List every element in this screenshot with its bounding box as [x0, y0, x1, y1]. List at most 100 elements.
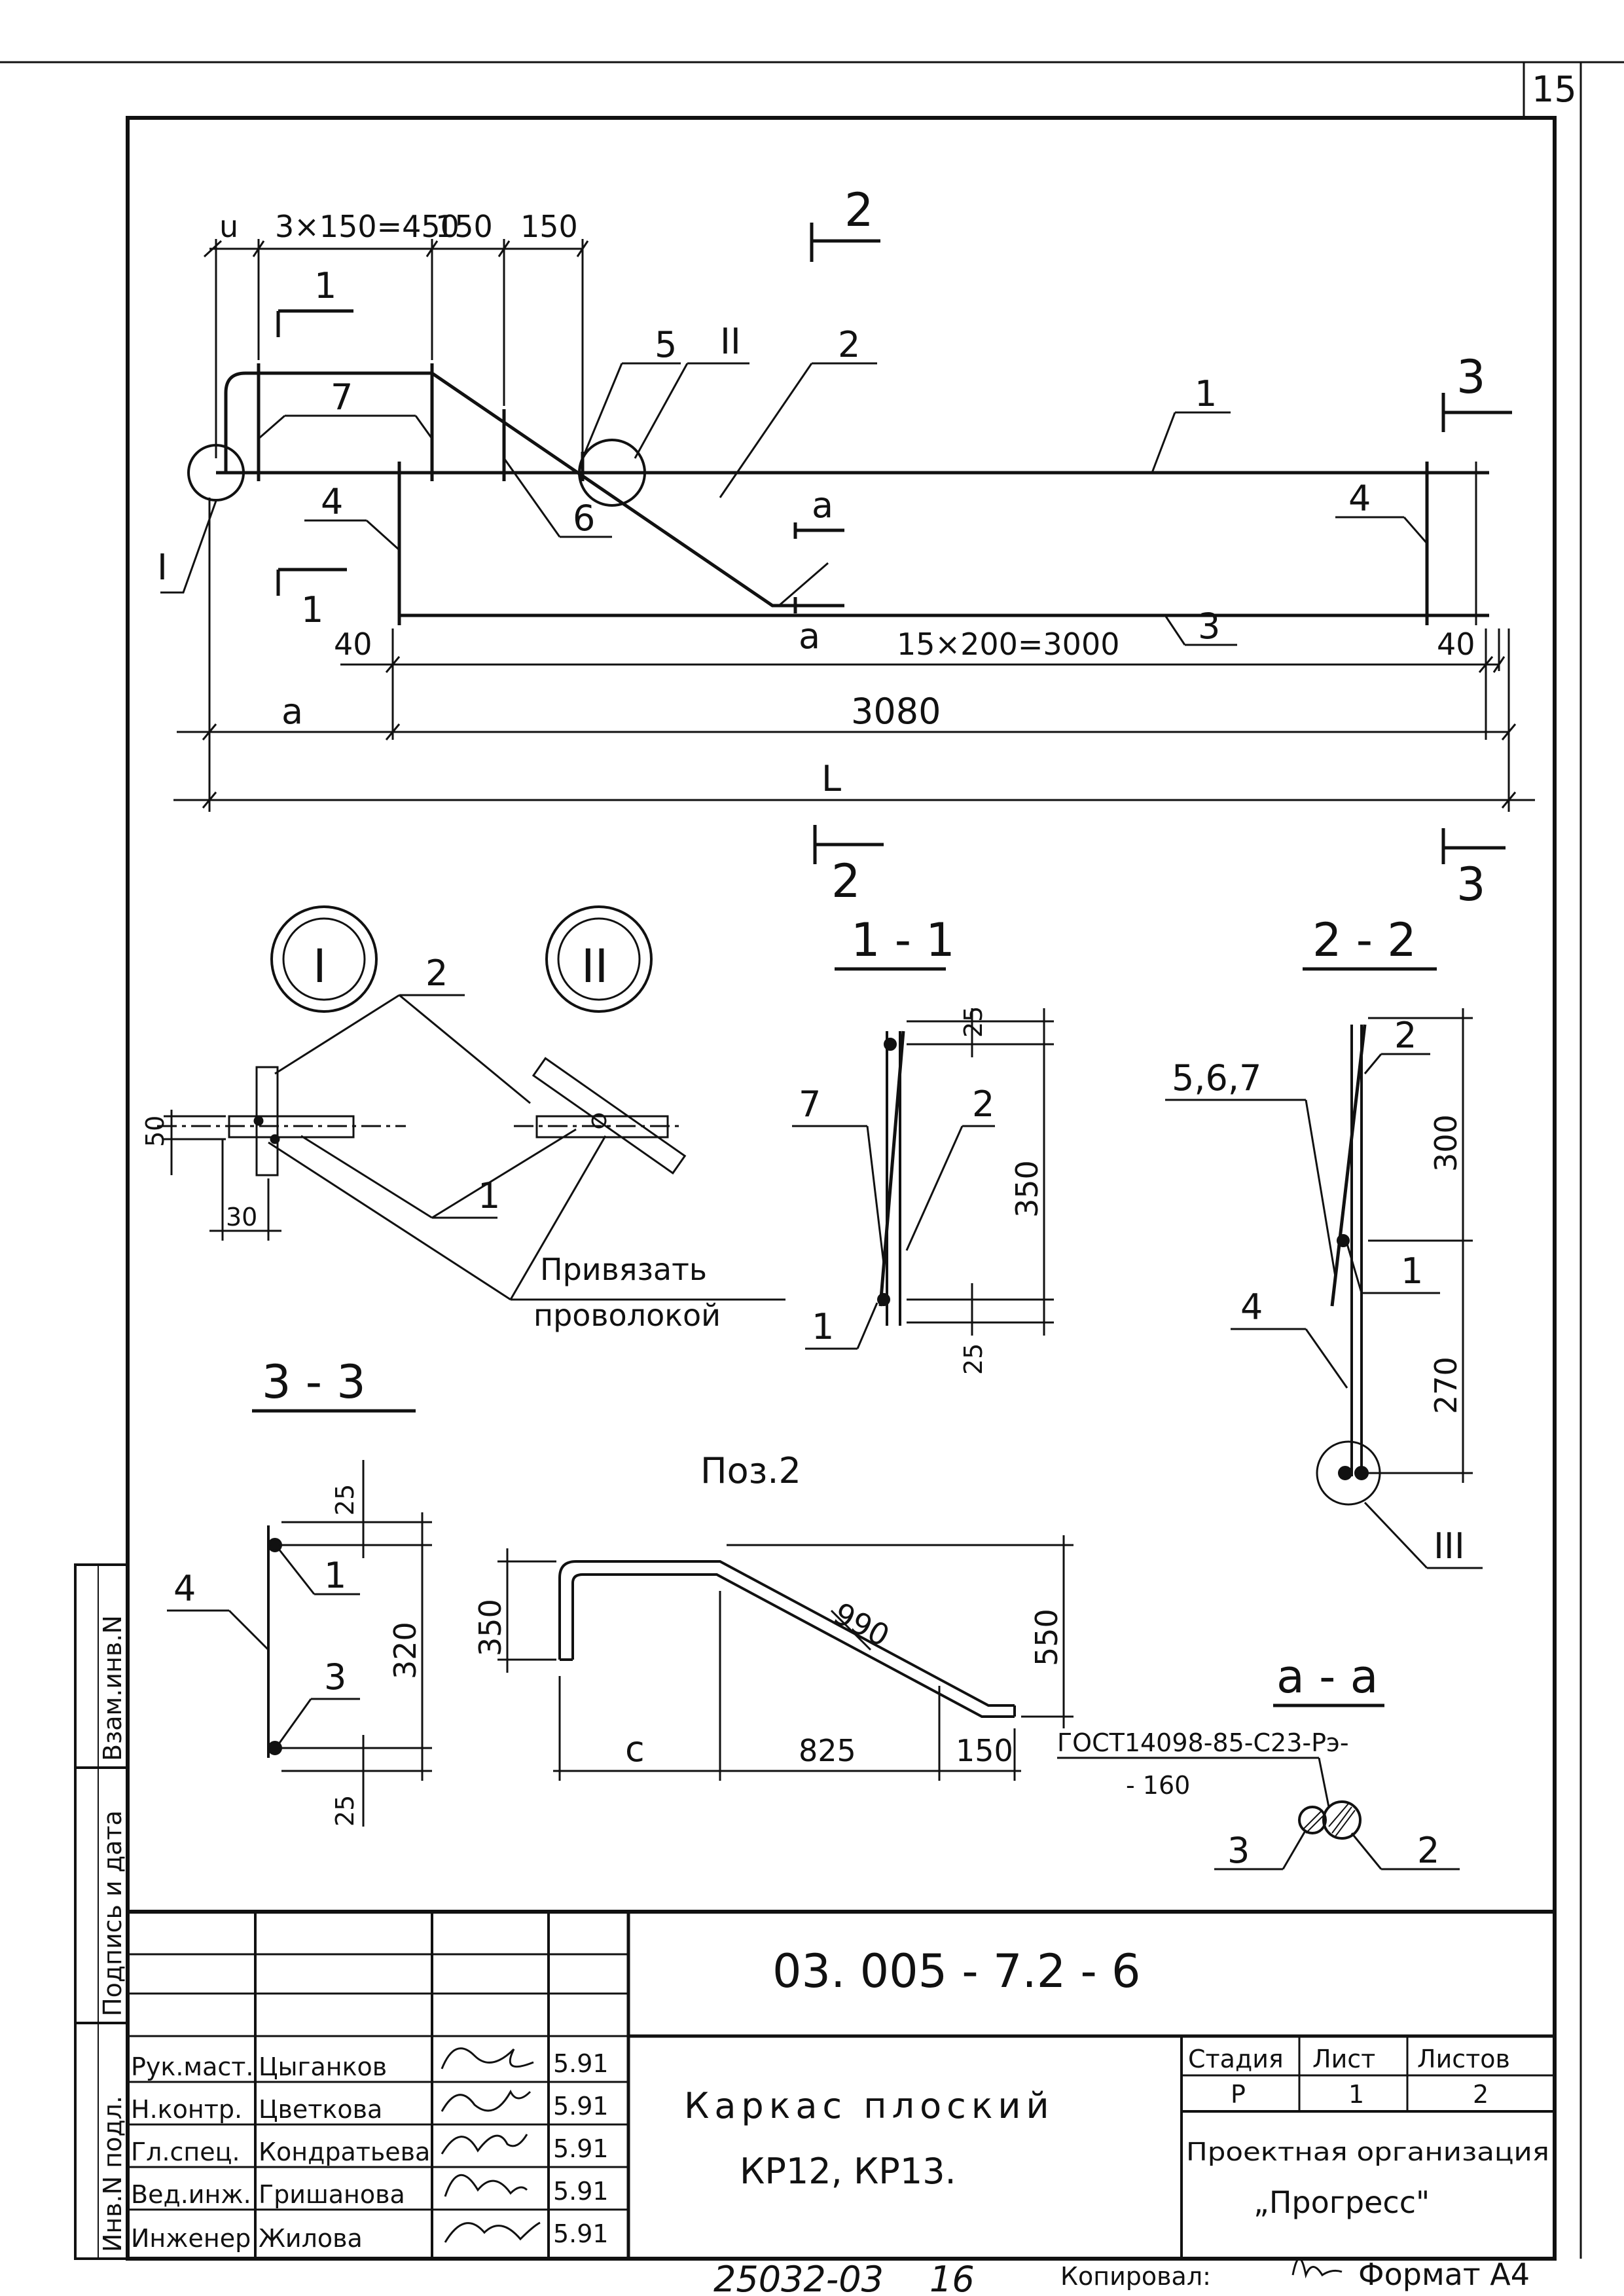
copied-by-label: Копировал:: [1060, 2262, 1211, 2291]
detail-dim-30: 30: [226, 1203, 257, 1231]
section-2-2: [1316, 1024, 1381, 1506]
section-a-a: [1298, 1800, 1362, 1840]
poz2-h-right: 550: [1029, 1609, 1064, 1666]
s22-dim-bottom: 270: [1428, 1357, 1464, 1414]
s11-pos-1: 1: [812, 1306, 834, 1347]
person-date-4: 5.91: [553, 2177, 609, 2206]
saa-pos-3: 3: [1227, 1830, 1250, 1871]
person-name-3: Кондратьева: [259, 2138, 430, 2166]
callout-two-label: II: [720, 321, 741, 362]
saa-gost-line1: ГОСТ14098-85-С23-Рэ-: [1057, 1728, 1349, 1757]
tie-note-line2: проволокой: [533, 1298, 721, 1333]
dim-a: a: [281, 691, 303, 732]
detail-two-node: [514, 1057, 687, 1175]
callout-circle-two: [578, 439, 646, 507]
pos-4-left: 4: [321, 481, 343, 522]
tie-note-line1: Привязать: [540, 1252, 707, 1287]
person-role-5: Инженер: [131, 2224, 251, 2253]
s33-dim-bottom: 25: [331, 1795, 359, 1827]
title-block: [128, 1910, 1555, 2259]
s33-dim-top: 25: [331, 1484, 359, 1516]
section-mark-3-bottom: 3: [1456, 858, 1486, 911]
saa-pos-2: 2: [1417, 1830, 1439, 1871]
pos-1: 1: [1195, 373, 1217, 414]
person-role-4: Вед.инж.: [131, 2180, 251, 2209]
s33-pos-1: 1: [324, 1555, 346, 1596]
section-mark-2-top: 2: [844, 183, 874, 237]
person-date-2: 5.91: [553, 2092, 609, 2121]
format-label: Формат А4: [1358, 2257, 1530, 2292]
dim-d1: 150: [435, 209, 493, 244]
section-3-3: [267, 1525, 282, 1758]
poz2-w2: 150: [956, 1733, 1013, 1768]
sheets-value: 2: [1473, 2080, 1489, 2109]
section-mark-1-top: 1: [314, 265, 336, 306]
pos-2: 2: [838, 324, 860, 365]
side-stamp-replace: Взам.инв.N: [98, 1615, 127, 1761]
detail-pos-1: 1: [478, 1175, 500, 1216]
drawing-frame: [126, 116, 1557, 2261]
s33-pos-3: 3: [324, 1656, 346, 1698]
section-3-3-title: 3 - 3: [262, 1355, 366, 1409]
s22-dim-top: 300: [1428, 1114, 1464, 1172]
signatures: [441, 2047, 541, 2243]
s22-pos-4: 4: [1240, 1286, 1263, 1328]
side-stamp-inv: Инв.N подл.: [98, 2096, 127, 2252]
detail-one-title: I: [313, 939, 327, 993]
copier-signature: [1291, 2257, 1343, 2279]
poz2-bar: [558, 1560, 1016, 1718]
s11-pos-2: 2: [972, 1084, 994, 1125]
section-mark-2-bottom: 2: [831, 854, 861, 908]
poz2-title: Поз.2: [700, 1450, 801, 1491]
person-role-1: Рук.маст.: [131, 2052, 254, 2081]
pos-4-right: 4: [1348, 478, 1371, 519]
section-mark-3-top: 3: [1456, 350, 1486, 404]
dim-spans: 3×150=450: [275, 209, 460, 244]
section-1-1-title: 1 - 1: [851, 913, 955, 967]
pos-3: 3: [1198, 606, 1220, 647]
person-name-4: Гришанова: [259, 2180, 405, 2209]
section-a-a-title: a - a: [1276, 1650, 1379, 1704]
sheet-value: 1: [1348, 2080, 1364, 2109]
dim-d2: 150: [520, 209, 578, 244]
person-name-1: Цыганков: [259, 2052, 387, 2081]
poz2-c: c: [625, 1728, 645, 1770]
archive-number: 25032-03: [713, 2259, 884, 2296]
person-role-2: Н.контр.: [131, 2095, 242, 2124]
section-mark-a-top: a: [812, 484, 833, 526]
product-marks: КР12, КР13.: [740, 2151, 956, 2192]
detail-pos-2: 2: [425, 953, 448, 994]
detail-one-circle: [270, 905, 378, 1013]
sheets-header: Листов: [1417, 2045, 1510, 2073]
side-stamp-signature: Подпись и дата: [98, 1810, 127, 2016]
s33-pos-4: 4: [173, 1568, 196, 1609]
org-line2: „Прогресс": [1254, 2185, 1430, 2220]
doc-code: 03. 005 - 7.2 - 6: [772, 1944, 1141, 1998]
section-1-1: [877, 1030, 905, 1326]
detail-dim-50: 50: [141, 1116, 170, 1147]
s11-dim-main: 350: [1009, 1160, 1045, 1218]
person-role-3: Гл.спец.: [131, 2138, 240, 2166]
person-date-5: 5.91: [553, 2219, 609, 2248]
s33-dim-main: 320: [388, 1622, 423, 1679]
callout-one-label: I: [157, 547, 168, 588]
s11-dim-bottom: 25: [959, 1343, 988, 1375]
detail-one-node: [157, 1066, 406, 1241]
poz2-diag: 990: [828, 1595, 895, 1654]
dim-total: 3080: [851, 691, 941, 732]
person-date-1: 5.91: [553, 2049, 609, 2078]
dim-end-left: 40: [334, 627, 372, 662]
org-line1: Проектная организация: [1186, 2138, 1549, 2166]
stage-value: Р: [1231, 2080, 1246, 2109]
pos-5: 5: [655, 324, 677, 365]
section-mark-a-bottom: a: [799, 615, 820, 657]
detail-two-title: II: [581, 939, 608, 993]
person-name-2: Цветкова: [259, 2095, 382, 2124]
s22-callout-three: III: [1434, 1525, 1465, 1567]
product-title: Каркас плоский: [684, 2085, 1055, 2126]
dim-u: u: [219, 209, 238, 244]
pos-6: 6: [573, 498, 595, 539]
s22-pos-567: 5,6,7: [1172, 1057, 1261, 1099]
s22-pos-1: 1: [1401, 1250, 1423, 1292]
archive-sheet: 16: [929, 2259, 975, 2296]
